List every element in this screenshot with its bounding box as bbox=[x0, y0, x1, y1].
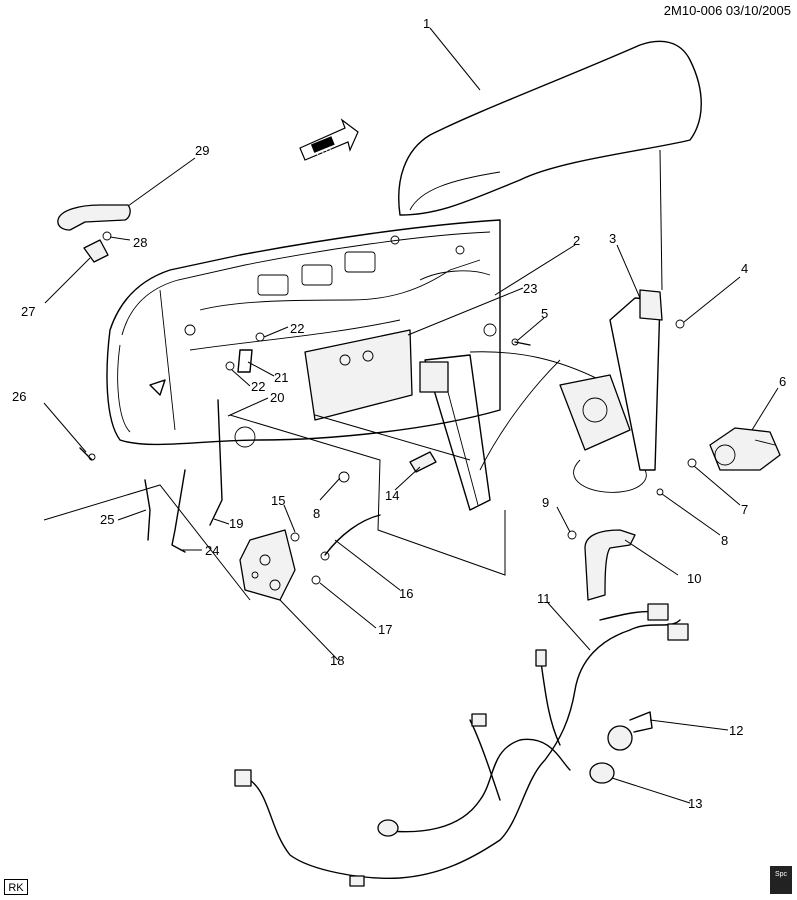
front-arrow-icon: FRT bbox=[299, 118, 359, 161]
bolt-15 bbox=[290, 532, 300, 542]
callout-8-right: 8 bbox=[721, 533, 728, 548]
callout-27: 27 bbox=[21, 304, 35, 319]
door-latch bbox=[239, 529, 296, 601]
callout-19: 19 bbox=[229, 516, 243, 531]
lock-rod-25 bbox=[144, 479, 151, 541]
callout-17: 17 bbox=[378, 622, 392, 637]
screw-26 bbox=[79, 447, 93, 461]
bolt-22-top bbox=[255, 332, 265, 342]
callout-4: 4 bbox=[741, 261, 748, 276]
bolt-4 bbox=[675, 319, 685, 329]
wiring-harness bbox=[234, 603, 689, 887]
callout-8-left: 8 bbox=[313, 506, 320, 521]
callout-9: 9 bbox=[542, 495, 549, 510]
window-regulator bbox=[419, 351, 601, 511]
nut-8-left bbox=[338, 471, 350, 483]
nut-7 bbox=[687, 458, 697, 468]
window-glass bbox=[398, 40, 702, 216]
callout-3: 3 bbox=[609, 231, 616, 246]
door-sound-barrier bbox=[304, 329, 413, 421]
regulator-arm bbox=[559, 289, 663, 493]
door-panel bbox=[106, 219, 501, 448]
nut-8-right bbox=[656, 488, 664, 496]
callout-18: 18 bbox=[330, 653, 344, 668]
lock-rod-19 bbox=[209, 399, 223, 526]
callout-24: 24 bbox=[205, 543, 219, 558]
callout-13: 13 bbox=[688, 796, 702, 811]
window-motor bbox=[709, 427, 781, 471]
callout-2: 2 bbox=[573, 233, 580, 248]
clip-on-door bbox=[149, 379, 166, 396]
callout-1: 1 bbox=[423, 16, 430, 31]
callout-5: 5 bbox=[541, 306, 548, 321]
wiring-connector-12 bbox=[607, 711, 653, 751]
insulator-pad bbox=[409, 451, 437, 473]
bolt-22-mid bbox=[225, 361, 235, 371]
callout-26: 26 bbox=[12, 389, 26, 404]
callout-29: 29 bbox=[195, 143, 209, 158]
callout-10: 10 bbox=[687, 571, 701, 586]
manual-icon: Spc bbox=[770, 866, 792, 894]
rk-badge: RK bbox=[4, 879, 28, 895]
callout-15: 15 bbox=[271, 493, 285, 508]
grommet-13 bbox=[589, 762, 615, 784]
callout-14: 14 bbox=[385, 488, 399, 503]
callout-20: 20 bbox=[270, 390, 284, 405]
mounting-bracket bbox=[584, 529, 636, 601]
callout-16: 16 bbox=[399, 586, 413, 601]
diagram-code: 2M10-006 03/10/2005 bbox=[664, 3, 791, 18]
callout-22-top: 22 bbox=[290, 321, 304, 336]
callout-7: 7 bbox=[741, 502, 748, 517]
callout-21: 21 bbox=[274, 370, 288, 385]
bolt-28 bbox=[102, 231, 112, 241]
bolt-17 bbox=[311, 575, 321, 585]
bolt-5 bbox=[514, 341, 531, 346]
clip-21 bbox=[237, 349, 253, 373]
lock-rod-24 bbox=[171, 469, 186, 553]
bolt-9 bbox=[567, 530, 577, 540]
handle-bracket bbox=[83, 239, 109, 263]
callout-23: 23 bbox=[523, 281, 537, 296]
callout-6: 6 bbox=[779, 374, 786, 389]
callout-28: 28 bbox=[133, 235, 147, 250]
callout-11: 11 bbox=[537, 591, 551, 606]
callout-12: 12 bbox=[729, 723, 743, 738]
callout-25: 25 bbox=[100, 512, 114, 527]
callout-22-mid: 22 bbox=[251, 379, 265, 394]
inside-handle-cable bbox=[324, 514, 381, 556]
outside-handle bbox=[57, 204, 131, 231]
